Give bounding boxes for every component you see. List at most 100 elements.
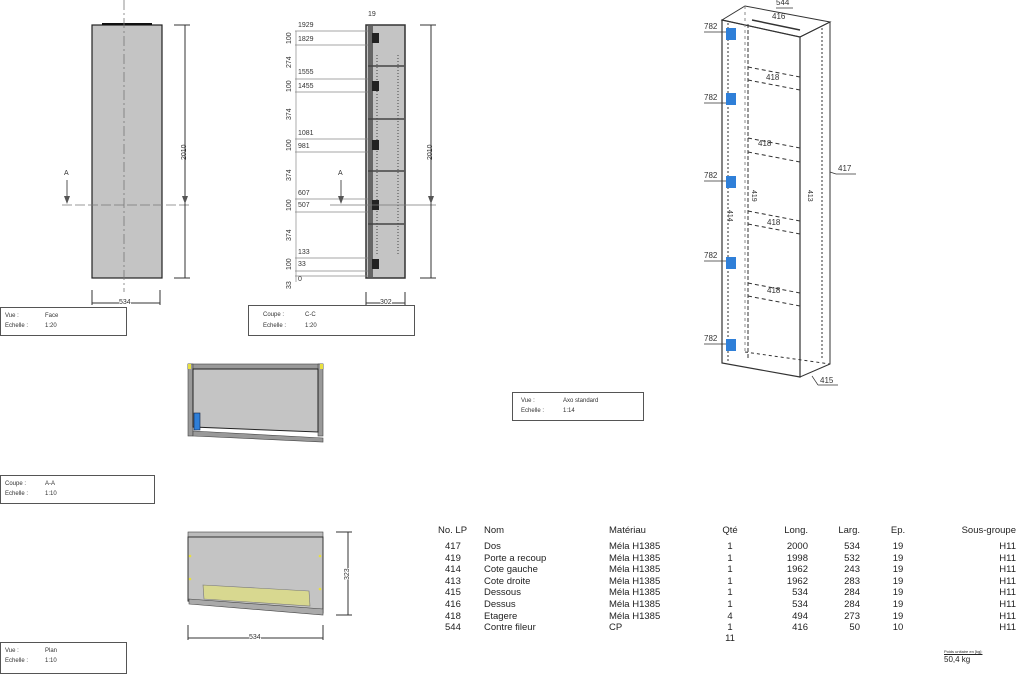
level-dim: 607 — [298, 190, 310, 197]
callout-782: 782 — [704, 251, 718, 260]
cell-no-lp: 414 — [445, 564, 461, 576]
level-dim: 507 — [298, 202, 310, 209]
cell-materiau: Méla H1385 — [609, 564, 661, 576]
cell-sous-groupe: H11 — [999, 587, 1016, 599]
level-dim: 33 — [298, 261, 306, 268]
coupe-aa-view — [187, 363, 324, 443]
cell-epaisseur: 19 — [892, 575, 904, 587]
cell-longueur: 494 — [792, 610, 808, 622]
cell-largeur: 273 — [844, 610, 860, 622]
vue-value: Face — [45, 313, 59, 319]
coupe-cc-view — [295, 24, 436, 305]
echelle-value: 1:14 — [563, 408, 575, 414]
face-title-block: Vue : Face Echelle : 1:20 — [0, 307, 127, 336]
cc-top-dim: 19 — [368, 11, 376, 18]
cell-nom: Dessus — [484, 599, 516, 610]
vue-label: Vue : — [5, 313, 19, 319]
cell-largeur: 50 — [849, 622, 860, 634]
echelle-value: 1:20 — [305, 323, 317, 329]
cell-longueur: 1962 — [786, 564, 808, 576]
cell-epaisseur: 19 — [892, 599, 904, 610]
echelle-label: Echelle : — [5, 658, 29, 664]
cell-epaisseur: 19 — [892, 541, 904, 552]
echelle-label: Echelle : — [521, 408, 545, 414]
face-view — [62, 0, 190, 305]
vue-value: Plan — [45, 648, 58, 654]
weight-label: Poids unitaire en [kg]: — [944, 649, 983, 654]
echelle-value: 1:20 — [45, 323, 57, 329]
cc-section-marker: A — [338, 170, 343, 177]
cell-epaisseur: 19 — [892, 552, 904, 564]
header-nom: Nom — [484, 525, 505, 536]
echelle-label: Echelle : — [263, 323, 287, 329]
cell-no-lp: 413 — [445, 575, 461, 587]
callout-782: 782 — [704, 171, 718, 180]
callout-418: 418 — [766, 73, 780, 82]
cell-largeur: 243 — [844, 564, 860, 576]
level-dim: 0 — [298, 276, 302, 283]
cell-nom: Etagere — [484, 610, 518, 622]
cell-sous-groupe: H11 — [999, 599, 1016, 610]
callout-418: 418 — [767, 218, 781, 227]
level-dim: 1555 — [298, 69, 314, 76]
cell-no-lp: 416 — [445, 599, 461, 610]
callout-417: 417 — [838, 164, 852, 173]
echelle-value: 1:10 — [45, 491, 57, 497]
header-longueur: Long. — [784, 525, 808, 536]
face-width-dim: 534 — [119, 299, 131, 306]
cell-qte: 1 — [727, 564, 733, 576]
plan-view — [187, 531, 352, 640]
callout-782: 782 — [704, 93, 718, 102]
total-qty: 11 — [725, 633, 735, 644]
cell-sous-groupe: H11 — [999, 610, 1016, 622]
cell-sous-groupe: H11 — [999, 575, 1016, 587]
header-largeur: Larg. — [838, 525, 860, 536]
level-dim: 1829 — [298, 36, 314, 43]
cell-no-lp: 417 — [445, 541, 461, 552]
cell-epaisseur: 10 — [892, 622, 904, 634]
cell-materiau: Méla H1385 — [609, 552, 661, 564]
callout-418: 418 — [767, 286, 781, 295]
header-materiau: Matériau — [609, 525, 646, 536]
cell-qte: 1 — [727, 575, 733, 587]
cc-width-dim: 302 — [380, 299, 392, 306]
callout-415: 415 — [820, 376, 834, 385]
coupe-aa-title-block: Coupe : A-A Echelle : 1:10 — [0, 475, 155, 504]
level-dim: 1455 — [298, 83, 314, 90]
cell-largeur: 283 — [844, 575, 860, 587]
cell-nom: Porte a recoup — [484, 552, 547, 564]
level-dim: 1929 — [298, 22, 314, 29]
echelle-label: Echelle : — [5, 491, 29, 497]
cell-nom: Contre fileur — [484, 622, 536, 634]
vue-label: Vue : — [521, 398, 535, 404]
cell-materiau: CP — [609, 622, 623, 634]
callout-782: 782 — [704, 22, 718, 31]
coupe-cc-title-block: Coupe : C-C Echelle : 1:20 — [248, 305, 415, 336]
cell-no-lp: 544 — [445, 622, 461, 634]
vue-label: Vue : — [5, 648, 19, 654]
cell-sous-groupe: H11 — [999, 622, 1016, 634]
cell-sous-groupe: H11 — [999, 541, 1016, 552]
cell-no-lp: 418 — [445, 610, 461, 622]
axo-view — [704, 5, 856, 386]
echelle-label: Echelle : — [5, 323, 29, 329]
vue-label: Coupe : — [263, 312, 285, 318]
cell-largeur: 534 — [844, 541, 860, 552]
cell-epaisseur: 19 — [892, 564, 904, 576]
level-dim: 981 — [298, 143, 310, 150]
cell-qte: 4 — [727, 610, 733, 622]
vue-value: C-C — [305, 312, 316, 318]
cell-materiau: Méla H1385 — [609, 575, 661, 587]
cell-epaisseur: 19 — [892, 610, 904, 622]
callout-416: 416 — [772, 12, 786, 21]
callout-782: 782 — [704, 334, 718, 343]
cell-sous-groupe: H11 — [999, 552, 1016, 564]
axo-title-block: Vue : Axo standard Echelle : 1:14 — [512, 392, 644, 421]
cell-no-lp: 419 — [445, 552, 461, 564]
cell-nom: Dessous — [484, 587, 521, 599]
plan-width-dim: 534 — [249, 634, 261, 641]
cell-longueur: 2000 — [786, 541, 808, 552]
header-epaisseur: Ep. — [890, 525, 906, 536]
